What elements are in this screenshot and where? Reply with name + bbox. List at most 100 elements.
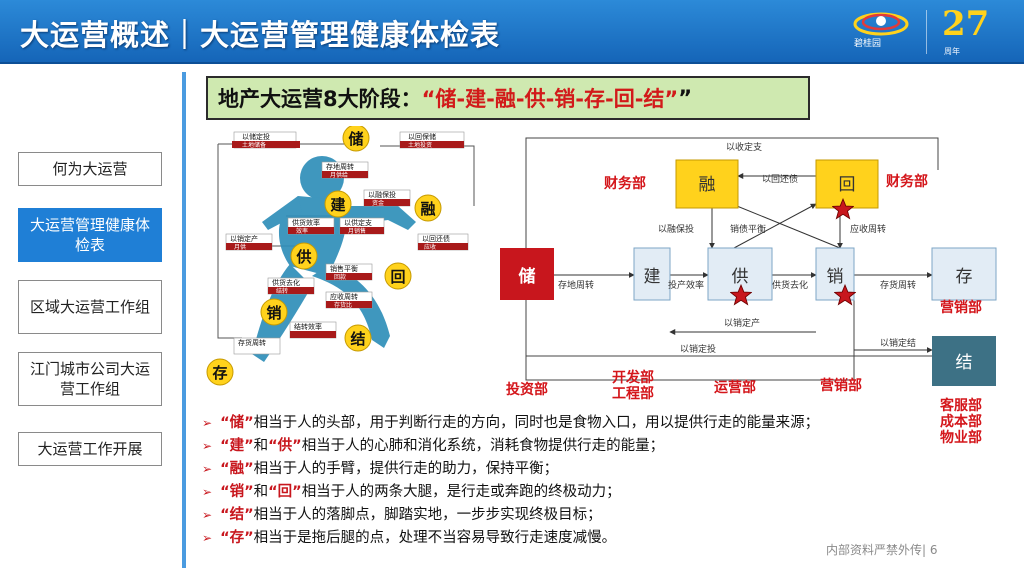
page-title: 大运营概述｜大运营管理健康体检表 [20, 18, 501, 52]
fig-label: 供货去化 [272, 278, 300, 287]
company-logo: 碧桂园 [848, 8, 914, 54]
box-jie [932, 336, 996, 386]
flow-diagram: 储 建 供 销 存 融 回 结 以收定支 以回还债 以融保投 销债平衡 应收周转… [496, 130, 1020, 406]
fig-tag: 土地储备 [242, 141, 266, 149]
fig-label: 销售平衡 [330, 264, 358, 273]
fig-tag: 存货比 [334, 301, 352, 309]
stage-node-jian: 建 [330, 196, 346, 214]
edge-label: 供货去化 [772, 279, 808, 291]
logo-divider [926, 10, 927, 54]
box-cun [931, 247, 997, 301]
fig-label: 以销定产 [230, 234, 258, 243]
list-item: ➢“结”相当于人的落脚点，脚踏实地，一步步实现终极目标； [202, 507, 602, 523]
box-rong [675, 159, 739, 209]
arrow-bullet-icon: ➢ [202, 416, 213, 430]
edge-label: 以融保投 [658, 223, 694, 235]
box-xiao-label: 销 [827, 267, 844, 287]
edge-label: 存货周转 [880, 279, 916, 291]
anniversary-caption: 周年 [944, 47, 960, 56]
footer-confidential: 内部资料严禁外传| 6 [826, 543, 938, 557]
list-item: ➢“存”相当于是拖后腿的点，处理不当容易导致行走速度减慢。 [202, 530, 617, 546]
stage-node-cun: 存 [212, 364, 227, 382]
fig-label: 以供定支 [344, 218, 372, 227]
fig-tag: 资金 [372, 199, 384, 207]
dept-finance-right: 财务部 [886, 174, 928, 190]
edge-label: 应收周转 [850, 223, 886, 235]
stage-node-gong: 供 [295, 248, 311, 266]
edge-label: 销债平衡 [730, 223, 766, 235]
dept-sales-right: 营销部 [940, 300, 982, 316]
list-item: ➢“储”相当于人的头部，用于判断行走的方向，同时也是食物入口，用以提供行走的能量… [202, 415, 820, 431]
runner-svg: 以储定投 土地储备 以回保储 土地投资 存地周转 月供给 以融保投 资金 以销定… [206, 124, 475, 386]
box-hui-label: 回 [839, 175, 856, 195]
logo-caption: 碧桂园 [854, 39, 882, 49]
divider-line [182, 72, 186, 568]
fig-tag: 月供 [234, 243, 246, 251]
stage-node-xiao: 销 [266, 304, 281, 322]
edge-label: 以销定结 [880, 337, 916, 349]
fig-label: 以回还债 [422, 234, 450, 243]
fig-label: 以融保投 [368, 190, 396, 199]
stage-banner: 地产大运营8大阶段： “储-建-融-供-销-存-回-结” ” [206, 76, 810, 120]
nav-item-health-check[interactable]: 大运营管理健康体检表 [18, 208, 162, 262]
arrow-bullet-icon: ➢ [202, 508, 213, 522]
fig-label: 以回保储 [408, 132, 436, 141]
fig-label: 供货效率 [292, 218, 320, 227]
fig-tag: 效率 [296, 227, 308, 235]
stage-node-rong: 融 [420, 200, 435, 218]
box-cun-label: 存 [956, 267, 973, 287]
arrow-bullet-icon: ➢ [202, 531, 213, 545]
box-chu [500, 248, 554, 300]
fig-label: 存货周转 [238, 338, 266, 347]
header-bar: 大运营概述｜大运营管理健康体检表 碧桂园 27 周年 [0, 0, 1024, 64]
edge-label: 以收定支 [726, 141, 762, 153]
anniversary-logo: 27 周年 [938, 4, 1012, 58]
edge-label: 存地周转 [558, 279, 594, 291]
fig-label: 结转效率 [294, 322, 322, 331]
explanation-list: ➢“储”相当于人的头部，用于判断行走的方向，同时也是食物入口，用以提供行走的能量… [202, 412, 962, 550]
fig-tag: 月供给 [330, 171, 348, 179]
stage-node-hui: 回 [390, 268, 405, 286]
box-chu-label: 储 [519, 266, 536, 287]
dept-ops: 运营部 [714, 380, 756, 396]
arrow-bullet-icon: ➢ [202, 439, 213, 453]
dept-service-cost-property: 客服部 成本部 物业部 [940, 398, 982, 446]
nav-item-what-is[interactable]: 何为大运营 [18, 152, 162, 186]
box-jie-label: 结 [956, 353, 973, 373]
fig-tag: 回款 [334, 273, 346, 281]
fig-tag: 结转 [276, 287, 288, 295]
dept-finance-left: 财务部 [604, 176, 646, 192]
banner-prefix: 地产大运营8大阶段： [218, 87, 422, 111]
fig-tag: 月销售 [348, 227, 366, 235]
fig-label: 以储定投 [242, 132, 270, 141]
edge-label: 投产效率 [668, 279, 704, 291]
fig-label: 应收周转 [330, 292, 358, 301]
nav-item-work-launch[interactable]: 大运营工作开展 [18, 432, 162, 466]
dept-invest: 投资部 [506, 382, 548, 398]
fig-label: 存地周转 [326, 162, 354, 171]
list-item: ➢“销”和“回”相当于人的两条大腿，是行走或奔跑的终极动力； [202, 484, 621, 500]
arrow-bullet-icon: ➢ [202, 462, 213, 476]
box-jian [633, 247, 671, 301]
edge-label: 以销定投 [680, 343, 716, 355]
list-item: ➢“建”和“供”相当于人的心肺和消化系统，消耗食物提供行走的能量； [202, 438, 665, 454]
box-jian-label: 建 [644, 267, 661, 287]
banner-suffix: ” [678, 86, 693, 110]
fig-tag: 应收 [424, 243, 436, 251]
list-item: ➢“融”相当于人的手臂，提供行走的助力，保持平衡； [202, 461, 559, 477]
box-rong-label: 融 [699, 175, 716, 195]
nav-item-regional-group[interactable]: 区域大运营工作组 [18, 280, 162, 334]
banner-stages: “储-建-融-供-销-存-回-结” [421, 87, 679, 111]
arrow-bullet-icon: ➢ [202, 485, 213, 499]
edge-label: 以销定产 [724, 317, 760, 329]
runner-diagram: 以储定投 土地储备 以回保储 土地投资 存地周转 月供给 以融保投 资金 以销定… [202, 124, 488, 388]
box-gong-label: 供 [732, 267, 749, 287]
dept-dev-engineering: 开发部 工程部 [612, 370, 654, 402]
flow-svg: 储 建 供 销 存 融 回 结 以收定支 以回还债 以融保投 销债平衡 应收周转… [500, 137, 997, 386]
dept-sales-bottom: 营销部 [820, 378, 862, 394]
nav-item-city-group[interactable]: 江门城市公司大运营工作组 [18, 352, 162, 406]
fig-tag: 土地投资 [408, 141, 432, 149]
stage-node-chu: 储 [348, 130, 363, 148]
edge-label: 以回还债 [762, 173, 798, 185]
swirl-logo-icon [853, 12, 909, 36]
